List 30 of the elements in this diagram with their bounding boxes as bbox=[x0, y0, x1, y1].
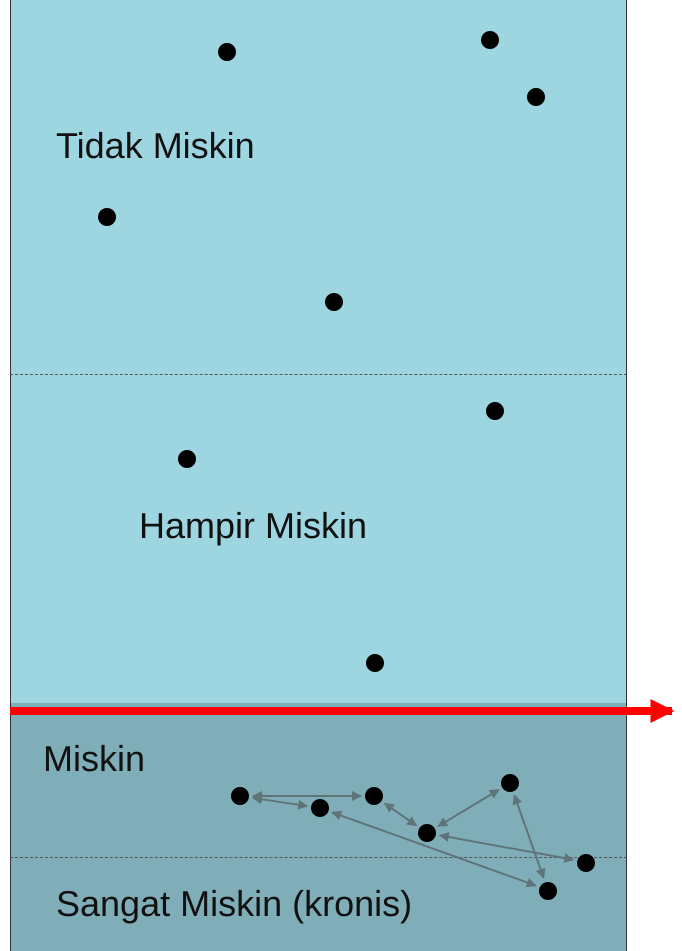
arrow bbox=[384, 802, 418, 826]
arrow bbox=[438, 832, 574, 863]
arrow bbox=[512, 794, 546, 879]
household-dot bbox=[500, 774, 518, 792]
household-dot bbox=[218, 43, 236, 61]
band-label: Miskin bbox=[43, 738, 146, 780]
poverty-band bbox=[10, 857, 627, 951]
poverty-band bbox=[10, 703, 627, 857]
household-dot bbox=[324, 293, 342, 311]
household-dot bbox=[418, 824, 436, 842]
arrow bbox=[437, 788, 500, 828]
arrow bbox=[252, 791, 362, 801]
household-dot bbox=[230, 787, 248, 805]
poverty-band bbox=[10, 374, 627, 703]
band-label: Hampir Miskin bbox=[139, 505, 368, 547]
household-dot bbox=[310, 799, 328, 817]
household-dot bbox=[480, 31, 498, 49]
household-dot bbox=[364, 787, 382, 805]
arrow bbox=[252, 794, 308, 810]
household-dot bbox=[576, 854, 594, 872]
household-dot bbox=[486, 402, 504, 420]
household-dot bbox=[178, 450, 196, 468]
arrow bbox=[331, 810, 537, 888]
poverty-band bbox=[10, 0, 627, 374]
household-dot bbox=[366, 654, 384, 672]
band-label: Tidak Miskin bbox=[56, 125, 255, 167]
household-dot bbox=[526, 88, 544, 106]
household-dot bbox=[98, 208, 116, 226]
household-dot bbox=[538, 882, 556, 900]
band-label: Sangat Miskin (kronis) bbox=[56, 883, 412, 925]
